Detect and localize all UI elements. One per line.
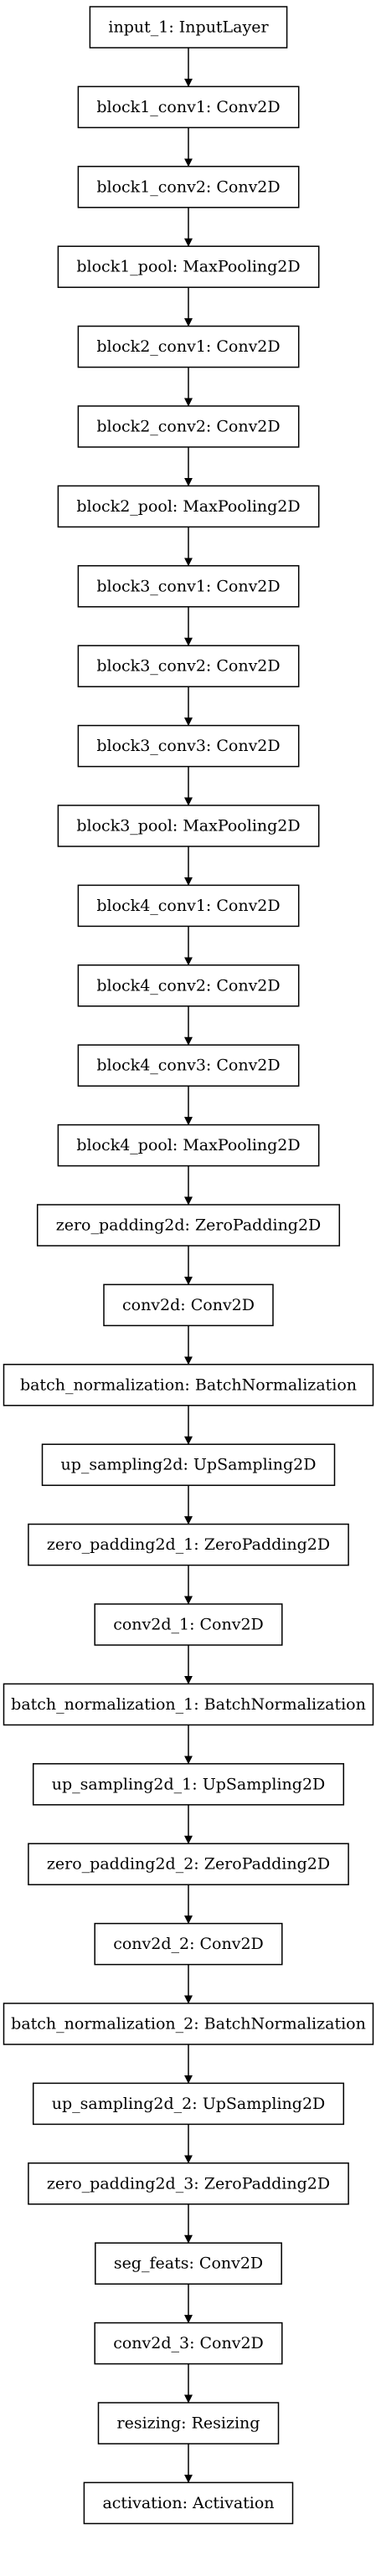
layer-node-label: block3_conv2: Conv2D xyxy=(96,657,280,676)
layer-node-box xyxy=(77,964,300,1007)
layer-node-batch-normalization-2: batch_normalization_2: BatchNormalizatio… xyxy=(3,2003,374,2045)
layer-node-box xyxy=(32,2082,345,2126)
layer-node-block3-conv1: block3_conv1: Conv2D xyxy=(77,565,300,608)
layer-node-conv2d: conv2d: Conv2D xyxy=(103,1283,274,1327)
layer-node-zero-padding2d-2: zero_padding2d_2: ZeroPadding2D xyxy=(28,1843,349,1885)
layer-node-label: block3_conv1: Conv2D xyxy=(96,577,280,595)
layer-node-block1-conv1: block1_conv1: Conv2D xyxy=(77,85,300,129)
layer-node-label: zero_padding2d_3: ZeroPadding2D xyxy=(47,2174,330,2193)
layer-node-label: conv2d_2: Conv2D xyxy=(113,1935,264,1953)
layer-node-box xyxy=(77,166,300,208)
layer-node-box xyxy=(28,2162,349,2205)
layer-node-box xyxy=(77,724,300,768)
layer-node-box xyxy=(77,325,300,368)
layer-node-box xyxy=(57,485,320,528)
layer-node-block3-conv2: block3_conv2: Conv2D xyxy=(77,645,300,687)
layer-node-box xyxy=(97,2402,280,2445)
nodes-layer: input_1: InputLayer block1_conv1: Conv2D b… xyxy=(3,6,374,2525)
layer-node-label: seg_feats: Conv2D xyxy=(114,2255,263,2273)
layer-node-block2-conv1: block2_conv1: Conv2D xyxy=(77,325,300,368)
layer-node-label: block2_pool: MaxPooling2D xyxy=(76,497,300,516)
layer-node-label: conv2d_3: Conv2D xyxy=(113,2334,264,2352)
layer-node-box xyxy=(77,405,300,448)
layer-node-label: batch_normalization: BatchNormalization xyxy=(20,1375,357,1394)
layer-node-label: block4_conv1: Conv2D xyxy=(96,897,280,915)
layer-node-box xyxy=(94,1922,283,1966)
layer-node-block2-pool: block2_pool: MaxPooling2D xyxy=(57,485,320,528)
layer-node-box xyxy=(94,2321,283,2365)
layer-node-label: conv2d: Conv2D xyxy=(122,1296,255,1314)
layer-node-label: zero_padding2d_1: ZeroPadding2D xyxy=(47,1535,330,1554)
layer-node-up-sampling2d: up_sampling2d: UpSampling2D xyxy=(41,1443,336,1486)
layer-node-zero-padding2d: zero_padding2d: ZeroPadding2D xyxy=(36,1204,341,1247)
layer-node-conv2d-1: conv2d_1: Conv2D xyxy=(94,1603,283,1646)
layer-node-input-1: input_1: InputLayer xyxy=(89,6,288,49)
layer-node-label: up_sampling2d: UpSampling2D xyxy=(61,1456,317,1474)
layer-node-label: block4_conv3: Conv2D xyxy=(96,1057,280,1075)
layer-node-box xyxy=(77,884,300,928)
layer-node-box xyxy=(28,1523,349,1566)
layer-node-label: block2_conv2: Conv2D xyxy=(96,418,280,436)
layer-node-label: block1_conv1: Conv2D xyxy=(96,98,280,116)
layer-node-up-sampling2d-1: up_sampling2d_1: UpSampling2D xyxy=(32,1763,345,1806)
layer-node-label: up_sampling2d_2: UpSampling2D xyxy=(52,2095,326,2113)
layer-node-box xyxy=(94,1603,283,1646)
layer-node-block4-conv3: block4_conv3: Conv2D xyxy=(77,1044,300,1087)
layer-node-box xyxy=(77,85,300,129)
layer-node-box xyxy=(3,2003,374,2045)
layer-node-label: block4_pool: MaxPooling2D xyxy=(76,1136,300,1154)
layer-node-box xyxy=(103,1283,274,1327)
layer-node-label: block4_conv2: Conv2D xyxy=(96,976,280,995)
layer-node-block1-conv2: block1_conv2: Conv2D xyxy=(77,166,300,208)
layer-node-resizing: resizing: Resizing xyxy=(97,2402,280,2445)
layer-node-block4-pool: block4_pool: MaxPooling2D xyxy=(57,1123,320,1167)
layer-node-label: activation: Activation xyxy=(102,2494,274,2512)
layer-node-label: block2_conv1: Conv2D xyxy=(96,337,280,356)
layer-node-label: input_1: InputLayer xyxy=(108,18,269,37)
layer-node-batch-normalization: batch_normalization: BatchNormalization xyxy=(3,1364,374,1406)
layer-node-block1-pool: block1_pool: MaxPooling2D xyxy=(57,245,320,288)
layer-node-activation: activation: Activation xyxy=(83,2481,294,2525)
layer-node-zero-padding2d-3: zero_padding2d_3: ZeroPadding2D xyxy=(28,2162,349,2205)
layer-node-label: block1_pool: MaxPooling2D xyxy=(76,258,300,276)
layer-node-box xyxy=(41,1443,336,1486)
layer-node-label: zero_padding2d_2: ZeroPadding2D xyxy=(47,1855,330,1874)
layer-node-label: conv2d_1: Conv2D xyxy=(113,1616,264,1634)
layer-node-box xyxy=(83,2481,294,2525)
layer-node-up-sampling2d-2: up_sampling2d_2: UpSampling2D xyxy=(32,2082,345,2126)
layer-node-box xyxy=(57,1123,320,1167)
layer-node-box xyxy=(77,645,300,687)
layer-node-box xyxy=(77,1044,300,1087)
layer-node-label: block1_conv2: Conv2D xyxy=(96,177,280,196)
layer-node-box xyxy=(36,1204,341,1247)
layer-node-block3-pool: block3_pool: MaxPooling2D xyxy=(57,805,320,847)
layer-node-block4-conv1: block4_conv1: Conv2D xyxy=(77,884,300,928)
layer-node-label: block3_conv3: Conv2D xyxy=(96,737,280,755)
layer-node-label: batch_normalization_1: BatchNormalizatio… xyxy=(11,1695,366,1714)
layer-node-batch-normalization-1: batch_normalization_1: BatchNormalizatio… xyxy=(3,1683,374,1726)
layer-node-block3-conv3: block3_conv3: Conv2D xyxy=(77,724,300,768)
layer-node-box xyxy=(32,1763,345,1806)
layer-node-label: batch_normalization_2: BatchNormalizatio… xyxy=(11,2015,366,2034)
layer-node-label: resizing: Resizing xyxy=(117,2414,260,2433)
layer-node-label: zero_padding2d: ZeroPadding2D xyxy=(56,1216,322,1235)
layer-node-box xyxy=(28,1843,349,1885)
layer-node-seg-feats: seg_feats: Conv2D xyxy=(95,2242,282,2285)
layer-node-box xyxy=(57,805,320,847)
layer-node-block2-conv2: block2_conv2: Conv2D xyxy=(77,405,300,448)
layer-node-conv2d-3: conv2d_3: Conv2D xyxy=(94,2321,283,2365)
layer-node-box xyxy=(3,1683,374,1726)
layer-node-label: up_sampling2d_1: UpSampling2D xyxy=(52,1775,326,1793)
layer-node-box xyxy=(89,6,288,49)
layer-node-box xyxy=(95,2242,282,2285)
layer-node-box xyxy=(3,1364,374,1406)
layer-node-box xyxy=(57,245,320,288)
layer-node-block4-conv2: block4_conv2: Conv2D xyxy=(77,964,300,1007)
layer-node-conv2d-2: conv2d_2: Conv2D xyxy=(94,1922,283,1966)
layer-node-zero-padding2d-1: zero_padding2d_1: ZeroPadding2D xyxy=(28,1523,349,1566)
layer-node-label: block3_pool: MaxPooling2D xyxy=(76,817,300,836)
layer-node-box xyxy=(77,565,300,608)
